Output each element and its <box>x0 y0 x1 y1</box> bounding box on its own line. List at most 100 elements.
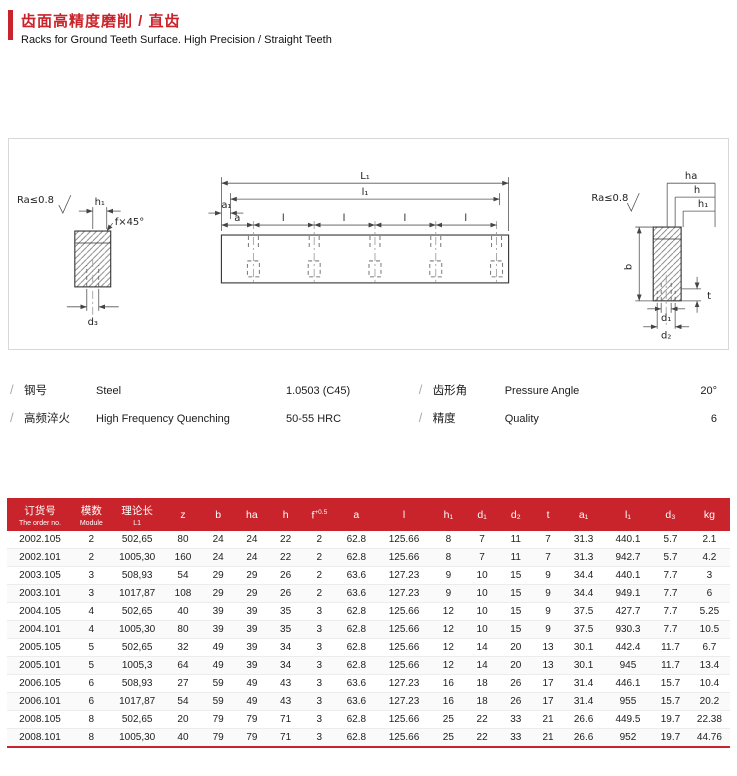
table-cell: 5.7 <box>652 548 689 567</box>
dim-label-l: l <box>282 213 285 224</box>
table-cell: 37.5 <box>563 602 604 621</box>
table-cell: 25 <box>431 728 466 748</box>
table-cell: 71 <box>268 728 303 748</box>
table-cell: 39 <box>235 620 269 639</box>
table-cell: 9 <box>431 584 466 603</box>
spec-label-zh: 齿形角 <box>432 385 468 397</box>
column-header: t <box>532 498 564 531</box>
spec-label-en: Steel <box>96 385 122 397</box>
slash-mark: / <box>10 382 14 397</box>
table-cell: 11.7 <box>652 656 689 675</box>
table-cell: 125.66 <box>376 548 432 567</box>
table-cell: 125.66 <box>376 602 432 621</box>
dim-label-b: b <box>623 264 634 270</box>
table-cell: 31.3 <box>563 531 604 549</box>
table-cell: 31.4 <box>563 692 604 711</box>
table-cell: 5.7 <box>652 531 689 549</box>
column-header: z <box>164 498 202 531</box>
table-cell: 39 <box>235 638 269 657</box>
table-cell: 5 <box>73 638 110 657</box>
table-cell: 54 <box>164 692 202 711</box>
table-cell: 3 <box>688 566 730 585</box>
table-cell: 63.6 <box>336 584 377 603</box>
table-cell: 18 <box>465 692 499 711</box>
table-cell: 160 <box>164 548 202 567</box>
table-cell: 502,65 <box>109 602 165 621</box>
table-cell: 32 <box>164 638 202 657</box>
table-cell: 3 <box>302 638 337 657</box>
surface-finish-icon-left <box>58 194 72 215</box>
table-cell: 34.4 <box>563 566 604 585</box>
table-cell: 1005,30 <box>109 548 165 567</box>
spec-label-zh: 高频淬火 <box>24 413 70 425</box>
table-cell: 30.1 <box>563 638 604 657</box>
dim-label-d1: d₁ <box>661 313 671 324</box>
table-cell: 2006.101 <box>7 692 73 711</box>
spec-value: 50-55 HRC <box>286 413 342 425</box>
table-cell: 63.6 <box>336 566 377 585</box>
spec-section: / 钢号 Steel 1.0503 (C45) / 齿形角 Pressure A… <box>10 382 727 426</box>
table-cell: 2 <box>302 548 337 567</box>
table-cell: 1005,3 <box>109 656 165 675</box>
table-cell: 2 <box>73 531 110 549</box>
spec-value: 6 <box>710 413 717 425</box>
table-cell: 2 <box>302 566 337 585</box>
table-cell: 1005,30 <box>109 728 165 748</box>
table-cell: 5 <box>73 656 110 675</box>
page-title: 齿面高精度磨削 / 直齿 <box>21 13 181 30</box>
technical-drawing: h₁ Ra≤0.8 f×45° d₃ <box>17 171 716 342</box>
table-cell: 29 <box>235 584 269 603</box>
table-cell: 2004.105 <box>7 602 73 621</box>
table-cell: 11 <box>498 531 533 549</box>
surface-finish-label-right: Ra≤0.8 <box>591 193 628 204</box>
table-cell: 440.1 <box>603 531 653 549</box>
spec-steel: / 钢号 Steel 1.0503 (C45) <box>10 382 419 398</box>
table-cell: 79 <box>235 728 269 748</box>
table-cell: 502,65 <box>109 710 165 729</box>
table-cell: 7.7 <box>652 566 689 585</box>
table-cell: 54 <box>164 566 202 585</box>
table-cell: 35 <box>268 620 303 639</box>
column-header: h₁ <box>431 498 466 531</box>
table-cell: 10 <box>465 602 499 621</box>
table-cell: 26 <box>268 566 303 585</box>
surface-finish-icon-right <box>626 192 640 213</box>
table-cell: 49 <box>201 638 236 657</box>
table-cell: 79 <box>201 728 236 748</box>
table-cell: 7 <box>465 548 499 567</box>
table-cell: 9 <box>532 566 564 585</box>
table-cell: 2 <box>302 584 337 603</box>
table-cell: 26.6 <box>563 710 604 729</box>
table-cell: 62.8 <box>336 602 377 621</box>
table-cell: 10.5 <box>688 620 730 639</box>
dim-label-chamfer: f×45° <box>115 217 145 228</box>
table-cell: 27 <box>164 674 202 693</box>
table-cell: 13.4 <box>688 656 730 675</box>
table-cell: 19.7 <box>652 710 689 729</box>
table-cell: 22 <box>268 548 303 567</box>
table-cell: 40 <box>164 728 202 748</box>
table-cell: 2.1 <box>688 531 730 549</box>
column-header: d₁ <box>465 498 499 531</box>
title-block: 齿面高精度磨削 / 直齿 Racks for Ground Teeth Surf… <box>21 10 332 46</box>
table-cell: 29 <box>201 584 236 603</box>
table-cell: 449.5 <box>603 710 653 729</box>
table-cell: 33 <box>498 728 533 748</box>
table-cell: 62.8 <box>336 531 377 549</box>
dim-label-ha: ha <box>685 171 697 182</box>
spec-label-en: Quality <box>504 413 539 425</box>
table-cell: 3 <box>302 620 337 639</box>
table-cell: 127.23 <box>376 566 432 585</box>
table-cell: 9 <box>532 584 564 603</box>
dim-label-d3: d₃ <box>88 317 98 328</box>
table-cell: 11.7 <box>652 638 689 657</box>
table-cell: 3 <box>302 728 337 748</box>
table-cell: 39 <box>235 602 269 621</box>
